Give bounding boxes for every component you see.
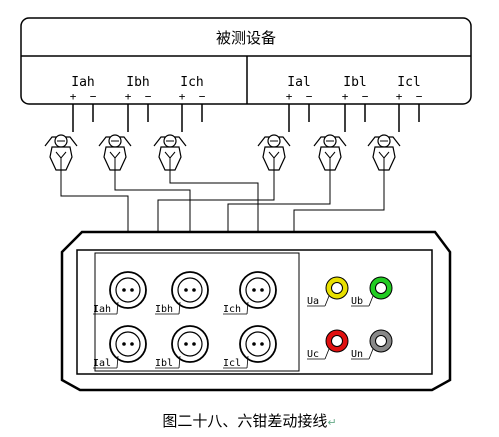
port-pin xyxy=(252,342,256,346)
jack-hole xyxy=(331,335,343,347)
jack-label: Uc xyxy=(307,349,319,360)
jack-hole xyxy=(375,335,387,347)
voltage-port-un: Un xyxy=(351,329,393,360)
current-clamps xyxy=(44,134,401,171)
voltage-port-ua: Ua xyxy=(307,276,349,307)
figure-caption: 图二十八、六钳差动接线↵ xyxy=(0,410,499,431)
terminal-label-ich: Ich xyxy=(180,75,203,90)
port-pin xyxy=(184,342,188,346)
terminal-minus-sign: − xyxy=(199,90,206,103)
current-port-ibl: Ibl xyxy=(155,325,209,369)
clamp-wire xyxy=(114,170,191,268)
current-port-ial: Ial xyxy=(93,325,147,369)
terminal-label-ial: Ial xyxy=(287,75,310,90)
port-label-leader xyxy=(246,355,249,369)
port-label-leader xyxy=(178,301,181,315)
clamp-icon xyxy=(367,134,401,171)
caption-text: 图二十八、六钳差动接线 xyxy=(162,412,328,430)
clamp-icon xyxy=(98,134,132,171)
port-pin xyxy=(122,342,126,346)
clamp-icon xyxy=(257,134,291,171)
jack-label-leader xyxy=(324,295,330,307)
port-pin xyxy=(192,342,196,346)
terminal-plus-sign: + xyxy=(70,90,77,103)
clamp-icon xyxy=(44,134,78,171)
port-pin xyxy=(122,288,126,292)
port-pin xyxy=(260,342,264,346)
voltage-port-uc: Uc xyxy=(307,329,349,360)
jack-label: Ub xyxy=(351,296,363,307)
jack-label: Ua xyxy=(307,296,319,307)
port-inner-ring xyxy=(245,331,271,357)
port-label: Icl xyxy=(223,358,241,369)
return-mark: ↵ xyxy=(327,416,337,429)
port-label: Ial xyxy=(93,358,111,369)
voltage-port-ub: Ub xyxy=(351,276,393,307)
port-label: Ich xyxy=(223,304,241,315)
clamp-wire xyxy=(169,170,259,268)
jack-hole xyxy=(331,282,343,294)
port-pin xyxy=(130,288,134,292)
terminal-minus-sign: − xyxy=(416,90,423,103)
jack-label-leader xyxy=(368,348,374,360)
port-inner-ring xyxy=(177,331,203,357)
port-pin xyxy=(260,288,264,292)
terminal-minus-sign: − xyxy=(145,90,152,103)
terminal-label-ibh: Ibh xyxy=(126,75,149,90)
terminal-label-icl: Icl xyxy=(397,75,420,90)
jack-hole xyxy=(375,282,387,294)
current-port-ibh: Ibh xyxy=(155,271,209,315)
port-label: Ibl xyxy=(155,358,173,369)
device-title: 被测设备 xyxy=(216,29,276,47)
terminal-label-iah: Iah xyxy=(71,75,94,90)
terminal-plus-sign: + xyxy=(125,90,132,103)
port-label-leader xyxy=(116,301,119,315)
clamp-icon xyxy=(313,134,347,171)
jack-label-leader xyxy=(368,295,374,307)
port-label-leader xyxy=(178,355,181,369)
terminal-label-ibl: Ibl xyxy=(343,75,366,90)
terminal-minus-sign: − xyxy=(90,90,97,103)
test-set-panel xyxy=(60,230,452,392)
terminal-plus-sign: + xyxy=(342,90,349,103)
device-box: 被测设备 xyxy=(20,17,472,105)
jack-label: Un xyxy=(351,349,363,360)
terminal-plus-sign: + xyxy=(286,90,293,103)
port-pin xyxy=(130,342,134,346)
port-inner-ring xyxy=(115,277,141,303)
current-port-ich: Ich xyxy=(223,271,277,315)
port-inner-ring xyxy=(115,331,141,357)
terminal-plus-sign: + xyxy=(179,90,186,103)
port-pin xyxy=(192,288,196,292)
port-label: Ibh xyxy=(155,304,173,315)
device-terminals: Iah+−Ibh+−Ich+−Ial+−Ibl+−Icl+− xyxy=(70,75,423,132)
terminal-plus-sign: + xyxy=(396,90,403,103)
terminal-minus-sign: − xyxy=(362,90,369,103)
port-inner-ring xyxy=(177,277,203,303)
clamp-icon xyxy=(153,134,187,171)
port-label-leader xyxy=(116,355,119,369)
port-label-leader xyxy=(246,301,249,315)
port-pin xyxy=(252,288,256,292)
port-label: Iah xyxy=(93,304,111,315)
current-port-iah: Iah xyxy=(93,271,147,315)
jack-label-leader xyxy=(324,348,330,360)
port-inner-ring xyxy=(245,277,271,303)
current-port-icl: Icl xyxy=(223,325,277,369)
port-pin xyxy=(184,288,188,292)
terminal-minus-sign: − xyxy=(306,90,313,103)
